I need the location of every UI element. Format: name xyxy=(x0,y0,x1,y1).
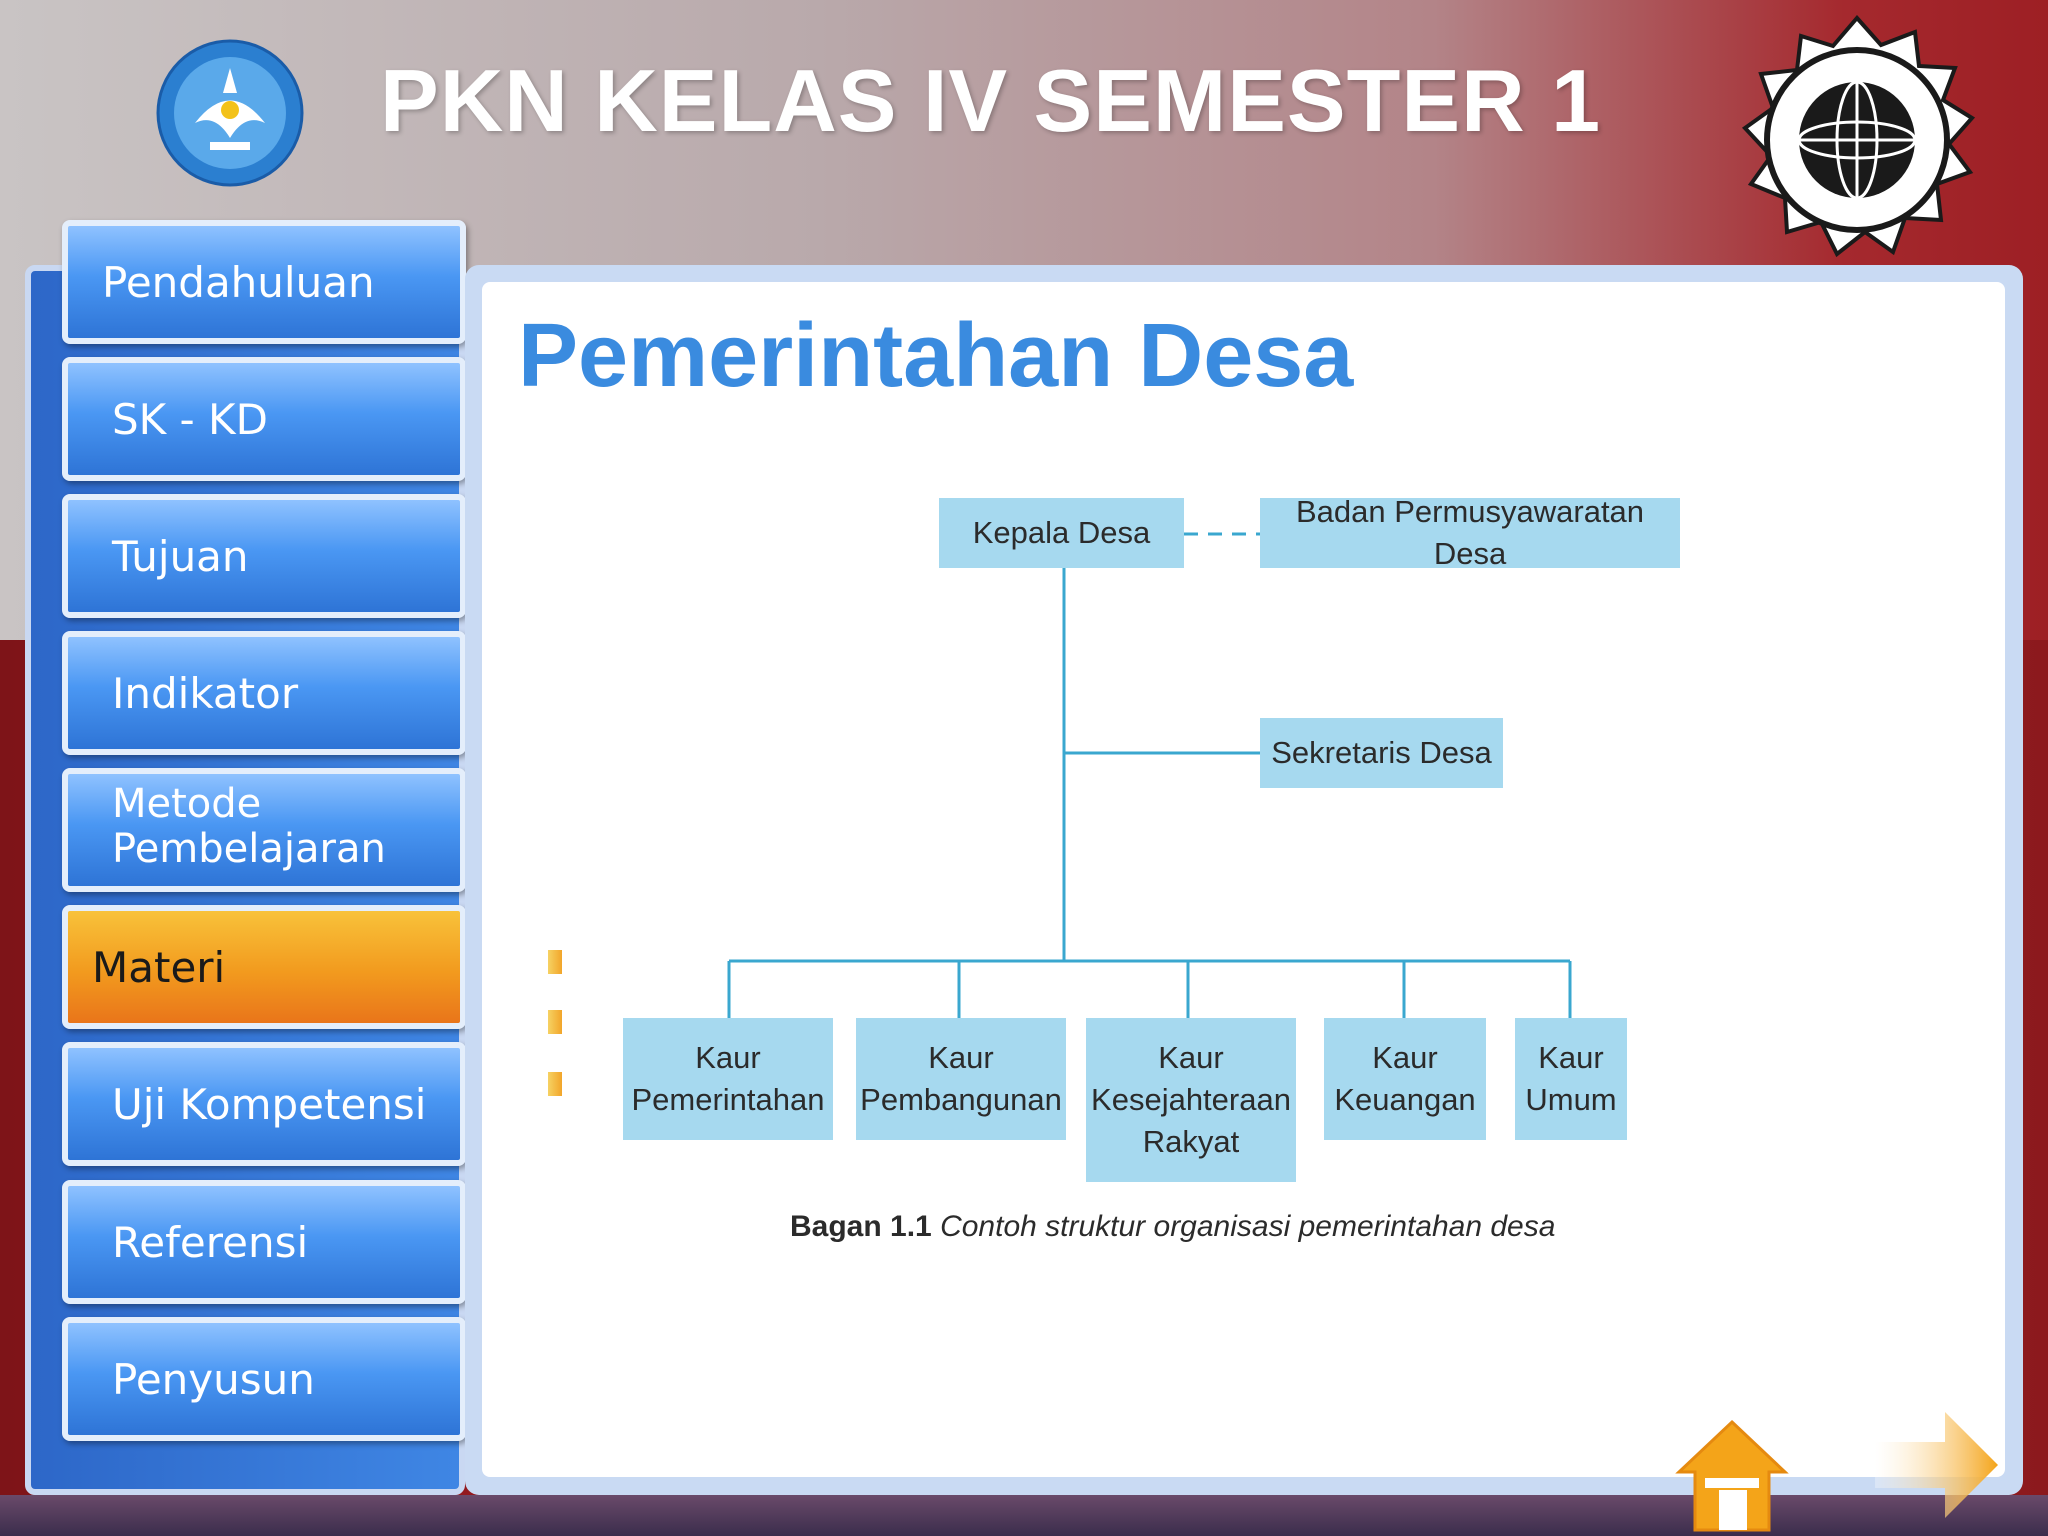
nav-item-label-line2: Pembelajaran xyxy=(112,825,386,872)
nav-item-label: Tujuan xyxy=(112,531,249,581)
chart-caption: Bagan 1.1 Contoh struktur organisasi pem… xyxy=(790,1210,1555,1244)
org-box-kaur-pembangunan: Kaur Pembangunan xyxy=(856,1018,1066,1140)
org-chart: Kepala Desa Badan Permusyawaratan Desa S… xyxy=(600,480,1700,1260)
chart-caption-text: Contoh struktur organisasi pemerintahan … xyxy=(940,1210,1556,1243)
org-box-label-line: Kaur xyxy=(1372,1040,1438,1076)
org-box-label-line: Pemerintahan xyxy=(631,1082,825,1117)
org-box-label-line: Kaur xyxy=(928,1040,994,1076)
org-box-kepala-desa: Kepala Desa xyxy=(939,498,1184,568)
nav-item-metode-pembelajaran[interactable]: Metode Pembelajaran xyxy=(62,768,466,892)
content-title: Pemerintahan Desa xyxy=(518,306,1354,406)
nav-item-label: Indikator xyxy=(112,668,299,718)
tut-wuri-handayani-logo xyxy=(156,39,304,187)
sdit-mentari-indonesia-seal xyxy=(1741,15,1976,258)
org-box-label: Badan Permusyawaratan Desa xyxy=(1295,494,1645,571)
chart-caption-label: Bagan 1.1 xyxy=(790,1210,932,1243)
nav-item-pendahuluan[interactable]: Pendahuluan xyxy=(62,220,466,344)
org-box-sekretaris-desa: Sekretaris Desa xyxy=(1260,718,1503,788)
nav-item-tujuan[interactable]: Tujuan xyxy=(62,494,466,618)
bullet-marker xyxy=(548,1072,562,1096)
org-box-kaur-kesejahteraan-rakyat: Kaur Kesejahteraan Rakyat xyxy=(1086,1018,1296,1182)
org-box-label-line: Keuangan xyxy=(1334,1082,1476,1117)
org-box-label-line: Kesejahteraan xyxy=(1091,1082,1291,1118)
nav-item-materi[interactable]: Materi xyxy=(62,905,466,1029)
org-box-kaur-umum: Kaur Umum xyxy=(1515,1018,1627,1140)
page-title: PKN KELAS IV SEMESTER 1 xyxy=(380,51,1602,150)
nav-item-uji-kompetensi[interactable]: Uji Kompetensi xyxy=(62,1042,466,1166)
home-icon[interactable] xyxy=(1675,1418,1790,1536)
nav-item-indikator[interactable]: Indikator xyxy=(62,631,466,755)
nav-item-label: Penyusun xyxy=(112,1354,315,1404)
nav-item-label: Uji Kompetensi xyxy=(112,1079,427,1129)
arrow-right-icon[interactable] xyxy=(1875,1410,2000,1520)
org-box-label-line: Kaur xyxy=(1538,1040,1604,1076)
nav-item-label-line1: Metode xyxy=(112,781,262,827)
org-box-label: Kepala Desa xyxy=(972,515,1151,551)
org-box-label-line: Kaur xyxy=(695,1040,761,1076)
nav-item-label: Materi xyxy=(92,942,226,992)
bullet-marker xyxy=(548,950,562,974)
bullet-marker xyxy=(548,1010,562,1034)
nav-item-referensi[interactable]: Referensi xyxy=(62,1180,466,1304)
nav-item-penyusun[interactable]: Penyusun xyxy=(62,1317,466,1441)
nav-item-label: Metode Pembelajaran xyxy=(112,782,386,872)
org-box-kaur-pemerintahan: Kaur Pemerintahan xyxy=(623,1018,833,1140)
org-box-label-line: Rakyat xyxy=(1142,1123,1240,1159)
org-chart-connectors xyxy=(727,532,1572,1018)
org-box-label-line: Pembangunan xyxy=(860,1082,1062,1117)
org-box-label-line: Kaur xyxy=(1158,1040,1224,1076)
nav-item-label: Pendahuluan xyxy=(102,257,375,307)
org-box-label: Sekretaris Desa xyxy=(1271,735,1492,771)
nav-item-label: SK - KD xyxy=(112,394,268,444)
nav-item-sk-kd[interactable]: SK - KD xyxy=(62,357,466,481)
org-box-label-line: Umum xyxy=(1525,1082,1617,1117)
org-box-kaur-keuangan: Kaur Keuangan xyxy=(1324,1018,1486,1140)
nav-item-label: Referensi xyxy=(112,1217,309,1267)
content-card-inner xyxy=(482,282,2005,1477)
org-box-badan-permusyawaratan-desa: Badan Permusyawaratan Desa xyxy=(1260,494,1680,571)
